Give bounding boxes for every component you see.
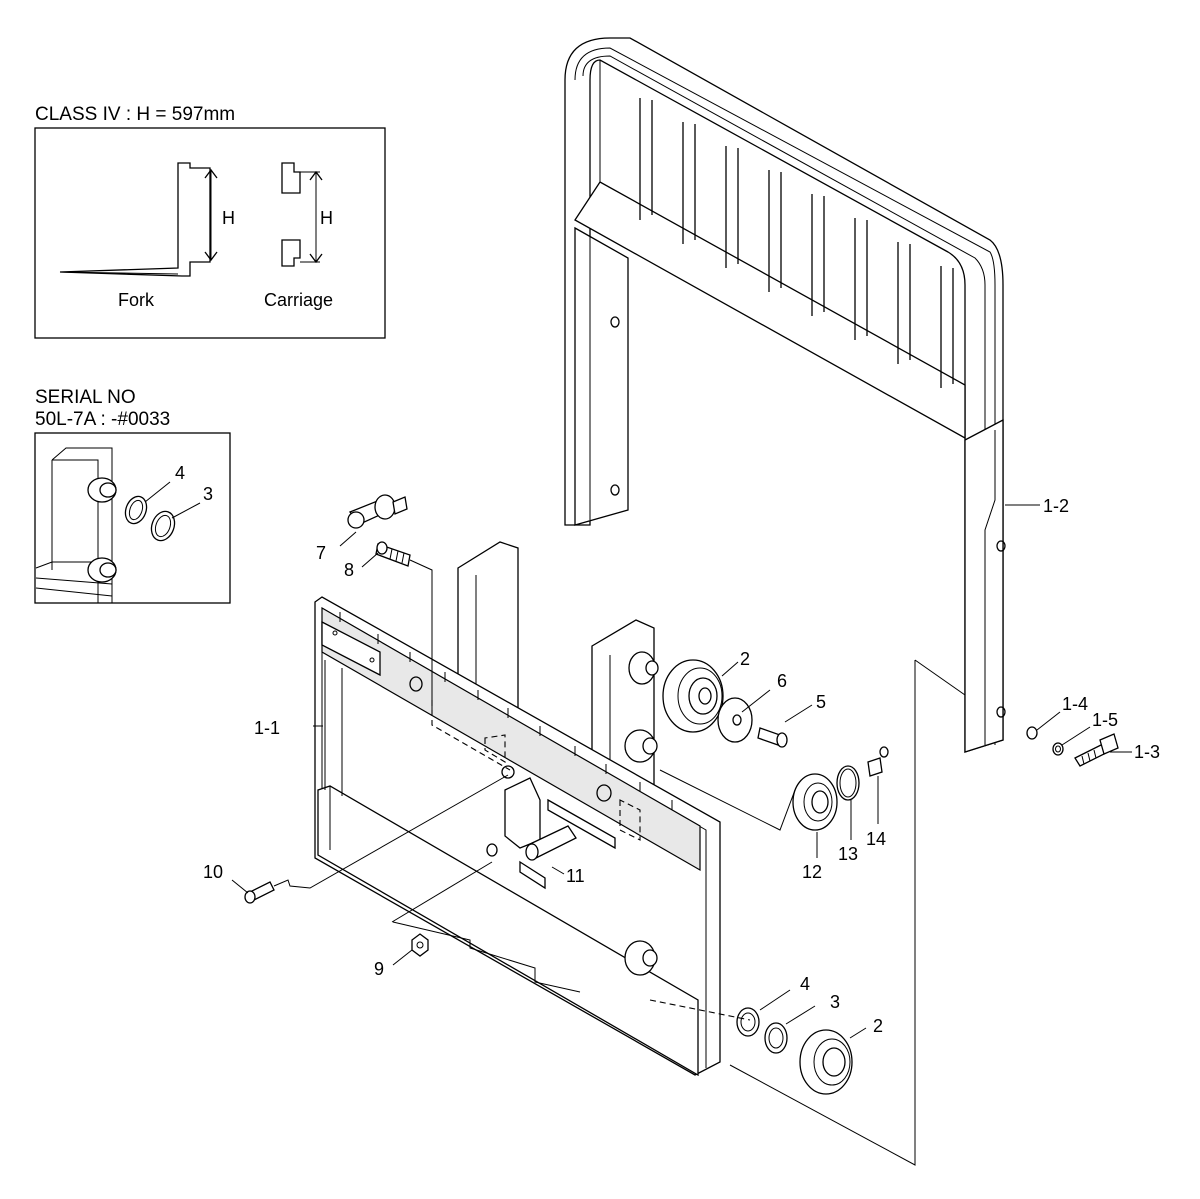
callout-8: 8 [344,560,354,580]
part-14-grease-nipple [867,746,889,777]
fork-h-label: H [222,208,235,228]
carriage-drawing [281,162,323,267]
serial-inset-line2: 50L-7A : -#0033 [35,409,170,430]
part-2-top-bearing [628,651,724,733]
carriage-1-1 [314,541,751,1077]
fork-label: Fork [118,290,155,310]
part-13-snap-ring [836,765,860,801]
part-7-shaft [347,494,408,529]
part-11-pin [525,825,577,861]
callout-6: 6 [777,671,787,691]
serial-inset: SERIAL NO 50L-7A : -#0033 4 3 [34,387,231,604]
load-backrest-1-2 [564,37,1006,753]
callout-1-1: 1-1 [254,718,280,738]
part-12-bearing [659,769,838,831]
part-3-washer [764,1022,788,1054]
callout-1-2: 1-2 [1043,496,1069,516]
callout-11: 11 [566,866,585,886]
part-1-4-washer [1026,726,1038,740]
class-inset-frame [34,127,386,339]
callout-2-bottom: 2 [873,1016,883,1036]
serial-callout-3: 3 [203,484,213,504]
part-5-screw [757,727,788,748]
callout-1-4: 1-4 [1062,694,1088,714]
bottom-roller-stack [624,940,853,1095]
callout-5: 5 [816,692,826,712]
part-6-washer [717,697,753,743]
callout-1-5: 1-5 [1092,710,1118,730]
part-8-bolt [375,541,433,712]
callout-3: 3 [830,992,840,1012]
part-1-3-bolt [1074,733,1119,767]
callout-1-3: 1-3 [1134,742,1160,762]
serial-inset-frame [34,432,231,604]
carriage-h-label: H [320,208,333,228]
callout-12: 12 [802,862,822,882]
callout-10: 10 [203,862,223,882]
callout-7: 7 [316,543,326,563]
serial-inset-sketch [35,447,201,603]
assembly-leader [392,660,916,1166]
carriage-label: Carriage [264,290,333,310]
part-10-bolt [244,774,509,904]
part-1-5-lockwasher [1052,742,1064,756]
class-inset-title: CLASS IV : H = 597mm [35,104,235,125]
callout-14: 14 [866,829,886,849]
callout-labels: 1-1 1-2 1-3 1-4 1-5 2 2 3 4 5 6 7 8 9 10… [203,496,1160,1036]
callout-2-top: 2 [740,649,750,669]
callout-leaders [231,504,1132,1039]
part-9-nut [391,861,493,957]
callout-4: 4 [800,974,810,994]
class-inset: CLASS IV : H = 597mm H Fork H Carriage [34,104,386,339]
part-4-washer [736,1007,760,1037]
callout-9: 9 [374,959,384,979]
fork-drawing [59,162,218,277]
side-roller [624,729,658,763]
serial-callout-4: 4 [175,463,185,483]
callout-13: 13 [838,844,858,864]
serial-inset-line1: SERIAL NO [35,387,136,408]
